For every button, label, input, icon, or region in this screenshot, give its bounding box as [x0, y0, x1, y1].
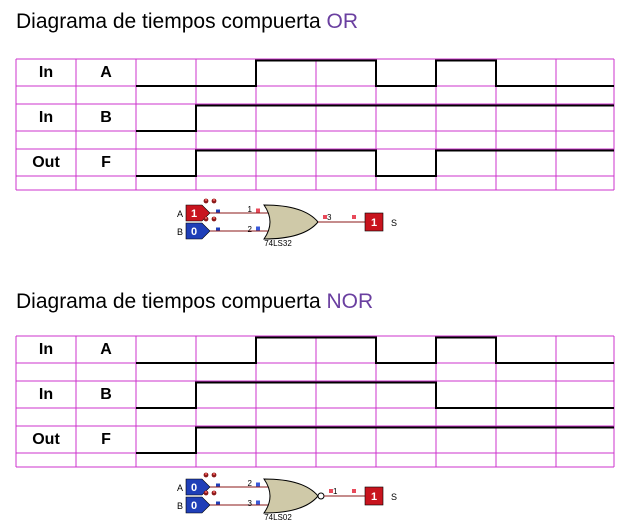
switch-knob-icon	[204, 216, 208, 220]
pin-state-icon	[256, 482, 260, 487]
row-signal-label: F	[101, 431, 111, 448]
led-pin-state-icon	[352, 215, 356, 219]
waveform-f	[136, 149, 614, 177]
output-led-value: 1	[371, 217, 377, 229]
row-io-label: Out	[32, 154, 60, 171]
waveform-b	[136, 381, 614, 409]
waveform-b	[136, 104, 614, 132]
output-led	[364, 212, 384, 232]
switch-knob-icon	[212, 490, 216, 494]
waveform-a	[136, 59, 614, 87]
pin-b-number: 3	[248, 499, 253, 508]
switch-knob-icon	[204, 490, 208, 494]
probe-state-icon	[216, 209, 220, 214]
row-signal-label: B	[100, 109, 112, 126]
output-led	[364, 486, 384, 506]
probe-state-icon	[216, 483, 220, 488]
input-a-value: 0	[191, 482, 197, 494]
pin-out-number: 1	[333, 487, 338, 496]
input-b-probe	[185, 222, 211, 240]
or-section-title: Diagrama de tiempos compuerta OR	[16, 10, 358, 34]
input-b-probe	[185, 496, 211, 514]
row-signal-label: B	[100, 386, 112, 403]
switch-knob-icon	[204, 198, 208, 202]
switch-knob-icon	[204, 472, 208, 476]
inversion-bubble-icon	[317, 492, 325, 500]
row-io-label: In	[39, 64, 53, 81]
input-a-label: A	[177, 209, 183, 219]
probe-state-icon	[216, 227, 220, 232]
input-b-label: B	[177, 227, 183, 237]
nor-gate-icon	[263, 478, 319, 514]
led-pin-state-icon	[352, 489, 356, 493]
row-io-label: In	[39, 341, 53, 358]
input-b-value: 0	[191, 226, 197, 238]
row-signal-label: F	[101, 154, 111, 171]
pin-a-number: 2	[248, 479, 253, 488]
switch-knob-icon	[212, 472, 216, 476]
nor-section-title: Diagrama de tiempos compuerta NOR	[16, 290, 373, 314]
pin-state-icon	[256, 500, 260, 505]
output-pin-state-icon	[329, 489, 333, 493]
input-b-value: 0	[191, 500, 197, 512]
pin-state-icon	[256, 208, 260, 213]
input-a-value: 1	[191, 208, 197, 220]
probe-state-icon	[216, 501, 220, 506]
pin-out-number: 3	[327, 213, 332, 222]
output-label: S	[391, 218, 397, 228]
or-title-prefix: Diagrama de tiempos compuerta	[16, 10, 327, 33]
pin-a-number: 1	[248, 205, 253, 214]
chip-label: 74LS02	[264, 513, 292, 522]
pin-b-number: 2	[248, 225, 253, 234]
switch-knob-icon	[212, 216, 216, 220]
output-label: S	[391, 492, 397, 502]
row-io-label: Out	[32, 431, 60, 448]
waveform-a	[136, 336, 614, 364]
row-signal-label: A	[100, 64, 112, 81]
waveform-f	[136, 426, 614, 454]
nor-title-gate: NOR	[326, 290, 374, 313]
row-io-label: In	[39, 386, 53, 403]
or-title-gate: OR	[326, 10, 358, 33]
row-io-label: In	[39, 109, 53, 126]
switch-knob-icon	[212, 198, 216, 202]
output-led-value: 1	[371, 491, 377, 503]
pin-state-icon	[256, 226, 260, 231]
nor-title-prefix: Diagrama de tiempos compuerta	[16, 290, 327, 313]
or-gate-icon	[263, 204, 319, 240]
output-pin-state-icon	[323, 215, 327, 219]
chip-label: 74LS32	[264, 239, 292, 248]
input-b-label: B	[177, 501, 183, 511]
input-a-label: A	[177, 483, 183, 493]
row-signal-label: A	[100, 341, 112, 358]
